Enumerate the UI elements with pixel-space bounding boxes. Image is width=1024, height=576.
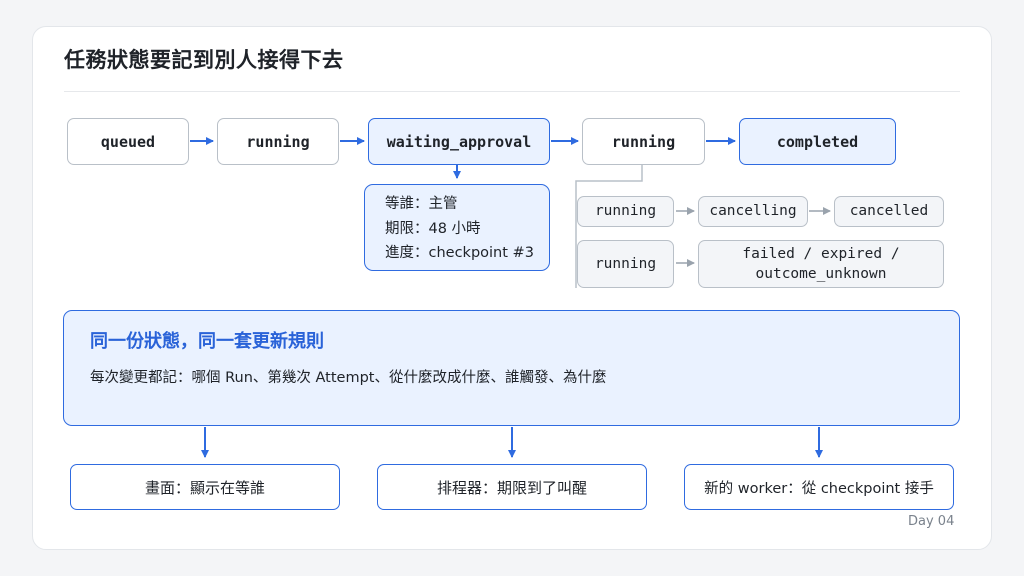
info-deadline: 期限：48 小時: [385, 220, 481, 237]
state-cancelled: cancelled: [834, 196, 944, 227]
state-running: running: [217, 118, 339, 165]
footer-day: Day 04: [908, 514, 955, 529]
info-waiting-on: 等誰：主管: [385, 196, 458, 212]
failed-line-1: failed / expired /: [742, 245, 900, 262]
failed-line-2: outcome_unknown: [755, 266, 887, 282]
banner-text: 每次變更都記：哪個 Run、第幾次 Attempt、從什麼改成什麼、誰觸發、為什…: [90, 370, 607, 386]
banner-title: 同一份狀態，同一套更新規則: [90, 331, 324, 352]
output-worker: 新的 worker：從 checkpoint 接手: [684, 464, 954, 510]
output-scheduler: 排程器：期限到了叫醒: [377, 464, 647, 510]
info-progress: 進度：checkpoint #3: [385, 245, 534, 261]
state-running-resumed: running: [582, 118, 705, 165]
branch-connector: [575, 165, 643, 288]
state-failed-expired-unknown: failed / expired / outcome_unknown: [698, 240, 944, 288]
state-completed: completed: [739, 118, 896, 165]
state-cancelling: cancelling: [698, 196, 808, 227]
state-queued: queued: [67, 118, 189, 165]
branch-running-fail: running: [577, 240, 674, 288]
title-divider: [64, 91, 960, 92]
slide-card: [32, 26, 992, 550]
output-screen: 畫面：顯示在等誰: [70, 464, 340, 510]
branch-running-cancel: running: [577, 196, 674, 227]
slide-title: 任務狀態要記到別人接得下去: [64, 48, 344, 72]
state-waiting-approval: waiting_approval: [368, 118, 550, 165]
rules-banner: 同一份狀態，同一套更新規則 每次變更都記：哪個 Run、第幾次 Attempt、…: [63, 310, 960, 426]
waiting-info-box: 等誰：主管 期限：48 小時 進度：checkpoint #3: [364, 184, 550, 271]
